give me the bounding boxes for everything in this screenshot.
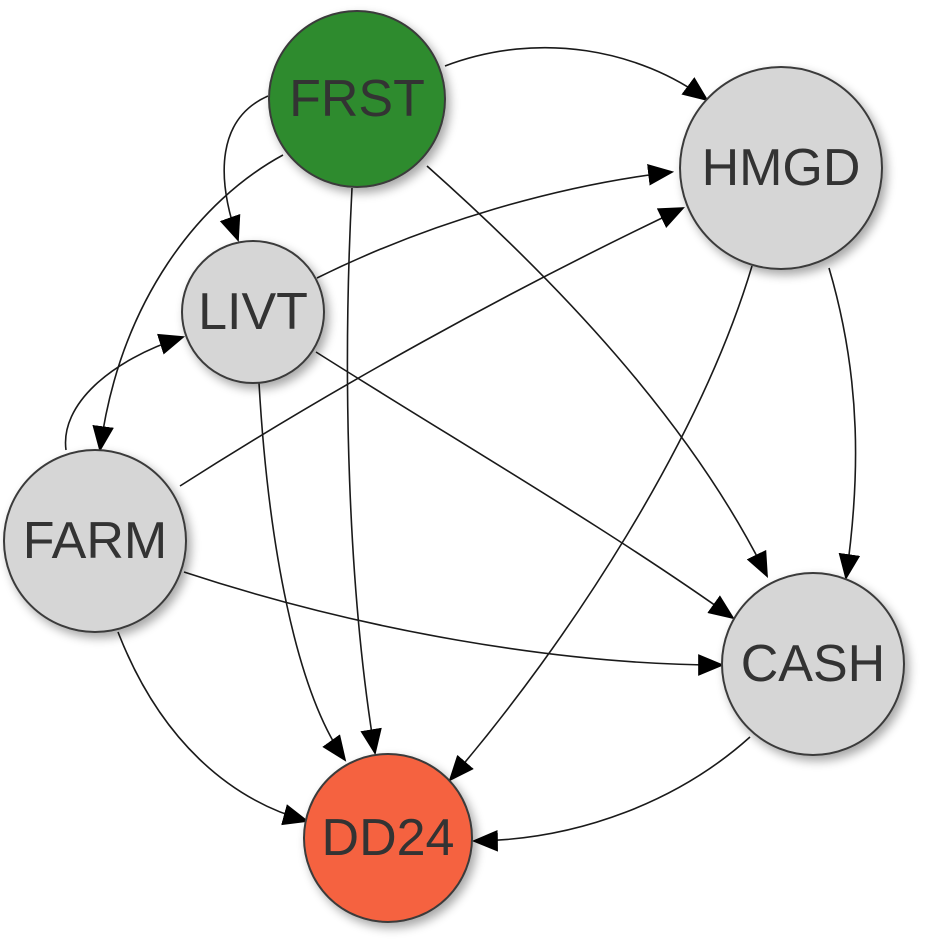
node-circle-farm [3,449,187,633]
node-livt[interactable]: LIVT [181,240,325,384]
edge-cash-to-dd24 [471,736,751,852]
node-circle-hmgd [679,66,883,270]
edge-frst-to-dd24 [346,187,382,756]
edges [64,46,861,852]
edge-hmgd-to-cash [828,267,861,581]
node-label-livt: LIVT [198,283,308,341]
node-label-hmgd: HMGD [702,139,861,197]
edge-frst-to-hmgd [444,46,709,102]
node-label-cash: CASH [741,635,885,693]
edge-farm-to-livt [64,333,186,451]
edge-frst-to-cash [426,165,768,578]
edge-farm-to-hmgd [179,207,685,487]
node-dd24[interactable]: DD24 [303,753,473,923]
node-label-dd24: DD24 [322,809,455,867]
node-circle-cash [721,572,905,756]
node-frst[interactable]: FRST [268,10,446,188]
node-circle-livt [181,240,325,384]
edge-farm-to-dd24 [117,631,310,826]
node-cash[interactable]: CASH [721,572,905,756]
nodes: FRST HMGD LIVT FARM CASH DD24 [3,10,905,923]
node-label-frst: FRST [289,70,425,128]
edge-hmgd-to-dd24 [448,265,753,782]
node-farm[interactable]: FARM [3,449,187,633]
edge-livt-to-cash [315,351,735,620]
edge-frst-to-farm [92,154,284,453]
edge-livt-to-hmgd [316,163,675,279]
edge-livt-to-dd24 [258,382,347,762]
node-hmgd[interactable]: HMGD [679,66,883,270]
node-circle-dd24 [303,753,473,923]
node-label-farm: FARM [23,512,167,570]
edge-frst-to-livt [219,95,269,243]
edge-farm-to-cash [183,571,725,676]
node-circle-frst [268,10,446,188]
